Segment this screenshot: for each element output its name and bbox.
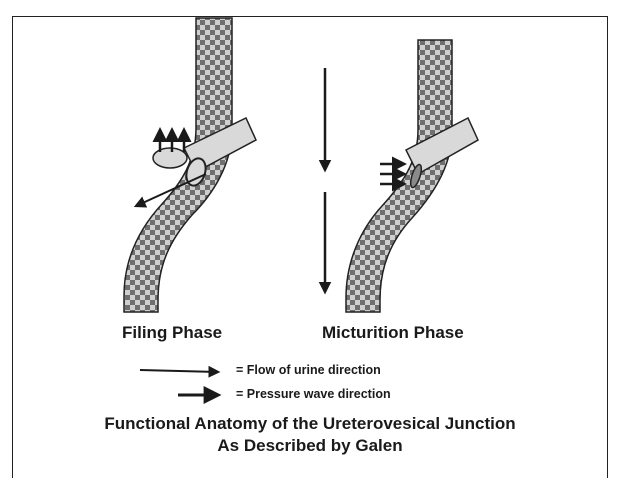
legend-flow-arrow <box>140 370 218 372</box>
figure-caption-line-2: As Described by Galen <box>0 436 620 456</box>
micturition-phase-illustration <box>346 40 478 312</box>
legend-flow-text: = Flow of urine direction <box>236 363 381 377</box>
micturition-ureter <box>346 40 452 312</box>
figure-caption-line-1: Functional Anatomy of the Ureterovesical… <box>0 414 620 434</box>
filling-phase-label: Filing Phase <box>122 323 222 343</box>
micturition-phase-label: Micturition Phase <box>322 323 464 343</box>
filling-phase-illustration <box>124 18 256 312</box>
filling-flap <box>153 148 187 168</box>
legend-pressure-text: = Pressure wave direction <box>236 387 391 401</box>
